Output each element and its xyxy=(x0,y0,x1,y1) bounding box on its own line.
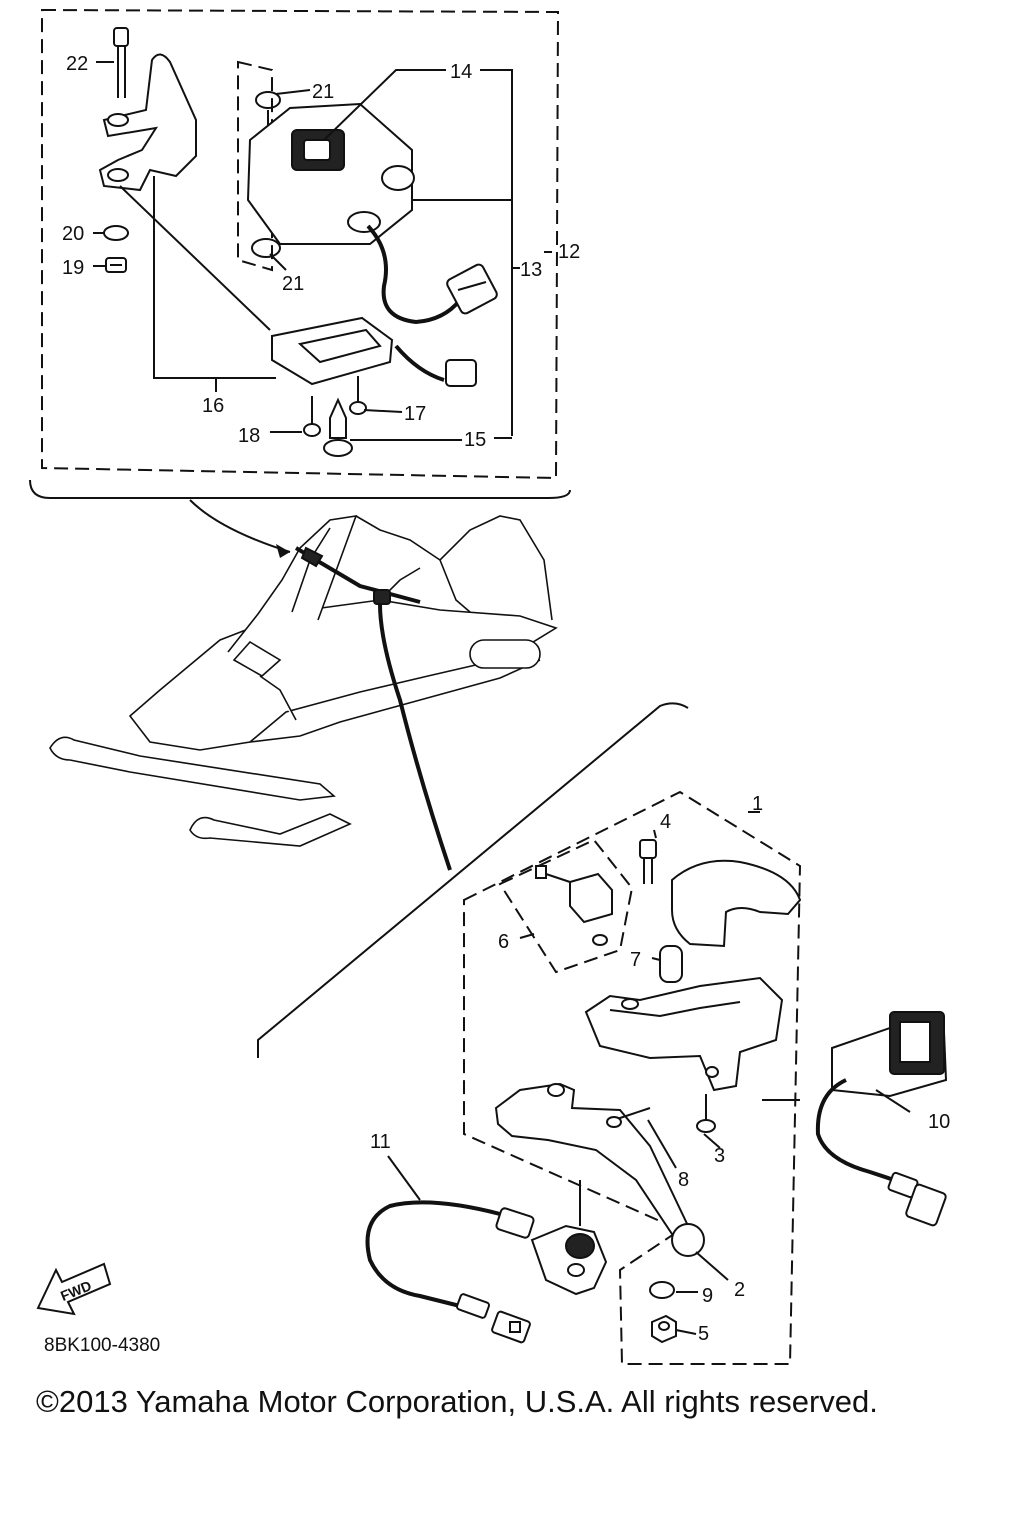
mounting-bracket xyxy=(98,53,197,192)
washer-20 xyxy=(103,225,129,241)
callout-6: 6 xyxy=(498,931,509,953)
callout-12: 12 xyxy=(558,241,580,263)
lower-bracket-line xyxy=(257,702,689,1058)
callout-7: 7 xyxy=(630,949,641,971)
grommet-21-lower xyxy=(251,238,281,258)
bolt-4 xyxy=(639,839,657,884)
washer-9 xyxy=(649,1281,675,1299)
screw-15 xyxy=(323,397,353,457)
callout-11: 11 xyxy=(370,1131,391,1153)
callout-19: 19 xyxy=(62,257,84,279)
callout-2: 2 xyxy=(734,1279,745,1301)
nut-19 xyxy=(105,257,127,273)
callout-22: 22 xyxy=(66,53,88,75)
callout-18: 18 xyxy=(238,425,260,447)
detail-dashed-frame xyxy=(41,8,560,480)
callout-labels: 22 21 14 12 13 20 19 21 16 17 18 15 1 4 … xyxy=(62,53,950,1345)
throttle-cable xyxy=(378,603,452,871)
callout-16: 16 xyxy=(202,395,224,417)
callout-14: 14 xyxy=(450,61,472,83)
switch-harness xyxy=(366,224,462,325)
module-10 xyxy=(815,1011,948,1227)
subassembly-6-frame xyxy=(498,838,634,974)
connector-upper xyxy=(446,263,498,315)
callout-15: 15 xyxy=(464,429,486,451)
callout-9: 9 xyxy=(702,1285,713,1307)
snowmobile-illustration xyxy=(49,515,558,871)
detail-pointer xyxy=(189,499,291,553)
grommet-group-frame xyxy=(237,60,273,272)
lever-cover xyxy=(671,859,802,948)
screw-8 xyxy=(606,1107,651,1128)
throttle-sensor-11 xyxy=(365,1200,608,1344)
cover-lead xyxy=(394,344,445,382)
copyright-notice: ©2013 Yamaha Motor Corporation, U.S.A. A… xyxy=(36,1384,878,1419)
screw-3 xyxy=(696,1094,716,1133)
bolt-22 xyxy=(113,27,129,98)
switch-housing xyxy=(246,102,413,245)
callout-20: 20 xyxy=(62,223,84,245)
lever-tip xyxy=(671,1223,705,1257)
screw-17 xyxy=(349,376,367,415)
detail-bracket xyxy=(29,479,571,499)
cover-16 xyxy=(271,316,394,386)
callout-13: 13 xyxy=(520,259,542,281)
callout-17: 17 xyxy=(404,403,426,425)
adjuster-6 xyxy=(535,865,613,946)
fwd-arrow-icon: FWD xyxy=(36,1262,112,1316)
callout-5: 5 xyxy=(698,1323,709,1345)
assembly-dashed-frame xyxy=(463,790,802,1365)
callout-8: 8 xyxy=(678,1169,689,1191)
throttle-housing-detail xyxy=(29,8,571,499)
callout-4: 4 xyxy=(660,811,671,833)
connector-cover xyxy=(445,359,477,387)
callout-21-upper: 21 xyxy=(312,81,334,103)
callout-21-lower: 21 xyxy=(282,273,304,295)
diagram-code: 8BK100-4380 xyxy=(44,1335,161,1356)
callout-3: 3 xyxy=(714,1145,725,1167)
nut-5 xyxy=(651,1314,677,1344)
throttle-lever-assembly xyxy=(365,790,948,1365)
screw-18 xyxy=(303,396,321,437)
collar-7 xyxy=(659,945,683,983)
callout-1: 1 xyxy=(752,793,763,815)
lever-bracket xyxy=(584,976,784,1092)
callout-10: 10 xyxy=(928,1111,950,1133)
